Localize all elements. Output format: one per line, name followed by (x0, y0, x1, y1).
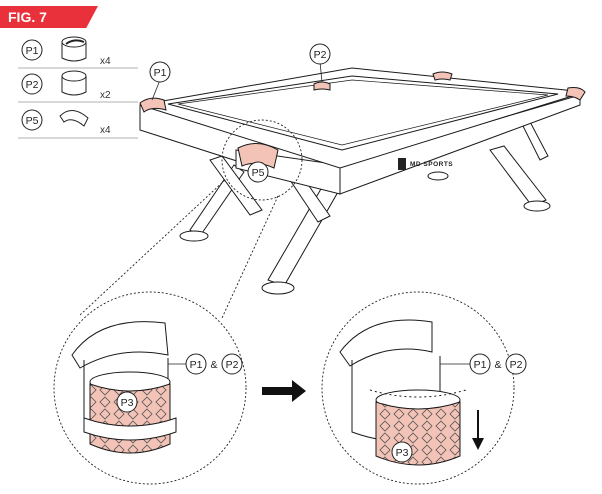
svg-text:P1: P1 (154, 67, 167, 79)
figure-tag: FIG. 7 (0, 6, 98, 28)
pocket-rim-icon (59, 110, 89, 127)
legend-row-p2: P2 x2 (21, 70, 111, 101)
svg-text:P1: P1 (190, 359, 203, 371)
legend-qty-p2: x2 (100, 90, 111, 101)
legend-qty-p1: x4 (100, 56, 111, 67)
callout-detail1-p3: P3 (116, 391, 138, 413)
svg-text:P2: P2 (510, 359, 523, 371)
svg-text:P2: P2 (314, 49, 327, 61)
parts-legend: P1 x4 P2 x2 P5 x4 (18, 36, 138, 139)
callout-detail2-p3: P3 (391, 441, 413, 463)
callout-detail2-p1-p2: P1 & P2 (440, 353, 527, 375)
svg-text:P2: P2 (226, 359, 239, 371)
brand-text: MD SPORTS (410, 161, 453, 168)
detail-view-after (321, 291, 515, 485)
svg-text:P1: P1 (474, 359, 487, 371)
pocket-liner-icon (61, 36, 87, 62)
svg-text:P5: P5 (252, 167, 265, 179)
svg-text:P3: P3 (396, 447, 409, 459)
down-arrow-icon (472, 410, 484, 450)
svg-text:P3: P3 (121, 397, 134, 409)
svg-text:&: & (210, 359, 217, 371)
right-arrow-icon (262, 380, 306, 402)
legend-row-p5: P5 x4 (21, 109, 111, 136)
table-legs (179, 117, 551, 295)
legend-row-p1: P1 x4 (21, 36, 111, 67)
legend-label-p2: P2 (26, 79, 39, 91)
zoom-circle-p5: P5 (221, 119, 303, 201)
pool-table (139, 67, 586, 295)
callout-table-p1: P1 (149, 61, 171, 101)
callout-table-p2: P2 (309, 43, 331, 83)
brand-logo (398, 158, 406, 170)
side-pocket-liner-icon (61, 70, 87, 96)
detail-view-before (53, 291, 247, 485)
legend-label-p1: P1 (26, 45, 39, 57)
legend-label-p5: P5 (26, 115, 39, 127)
legend-qty-p5: x4 (100, 125, 111, 136)
svg-text:&: & (494, 359, 501, 371)
callout-detail1-p1-p2: P1 & P2 (168, 353, 243, 375)
